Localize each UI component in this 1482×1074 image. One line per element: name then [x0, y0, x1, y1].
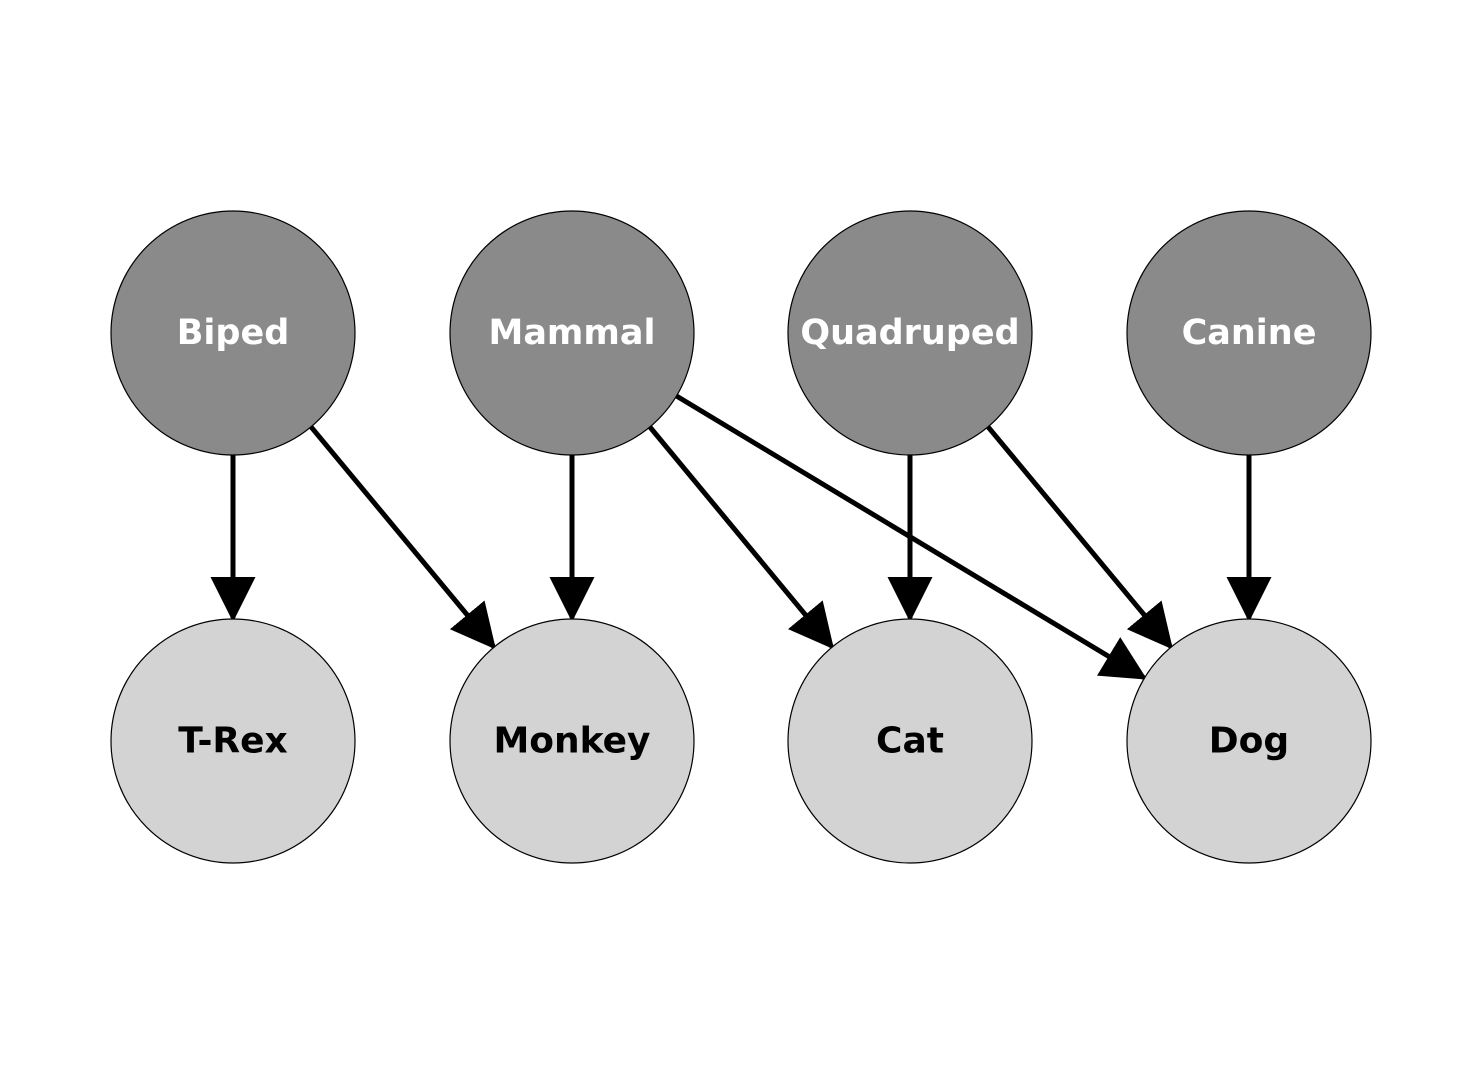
category-node-mammal: Mammal	[449, 210, 695, 456]
category-circle-mammal	[449, 210, 695, 456]
instance-circle-dog	[1126, 618, 1372, 864]
category-circle-quadruped	[787, 210, 1033, 456]
instance-node-monkey: Monkey	[449, 618, 695, 864]
instance-label-monkey: Monkey	[493, 721, 650, 762]
instance-label-dog: Dog	[1209, 721, 1289, 762]
instance-circle-monkey	[449, 618, 695, 864]
category-label-biped: Biped	[177, 313, 290, 353]
category-label-mammal: Mammal	[488, 313, 655, 353]
instance-node-dog: Dog	[1126, 618, 1372, 864]
edge-mammal-to-cat	[647, 425, 835, 650]
category-label-quadruped: Quadruped	[800, 313, 1019, 353]
edge-quadruped-to-dog	[986, 425, 1173, 650]
category-circle-canine	[1126, 210, 1372, 456]
edges-layer	[210, 393, 1272, 680]
instance-label-trex: T-Rex	[178, 721, 288, 762]
category-circle-biped	[110, 210, 356, 456]
instance-label-cat: Cat	[876, 721, 944, 762]
category-node-quadruped: Quadruped	[787, 210, 1033, 456]
instance-node-cat: Cat	[787, 618, 1033, 864]
category-node-biped: Biped	[110, 210, 356, 456]
edge-biped-to-monkey	[309, 425, 496, 650]
instance-circle-cat	[787, 618, 1033, 864]
category-label-canine: Canine	[1182, 313, 1317, 353]
instance-circle-trex	[110, 618, 356, 864]
category-node-canine: Canine	[1126, 210, 1372, 456]
instance-node-trex: T-Rex	[110, 618, 356, 864]
